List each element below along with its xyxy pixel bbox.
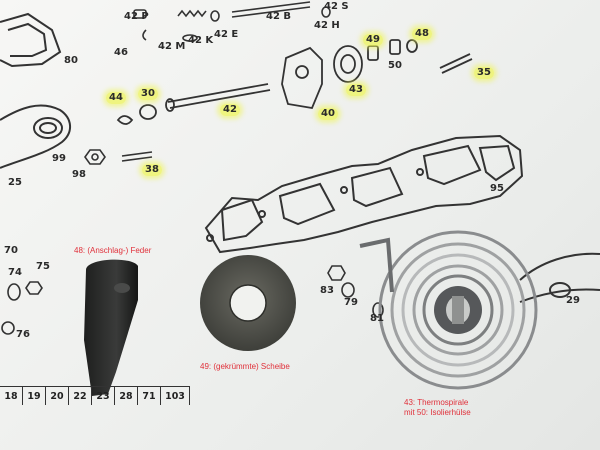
part-number-98: 98: [72, 169, 86, 180]
lever-40-drawing: [281, 46, 323, 110]
part-number-44: 44: [106, 92, 126, 104]
stud-38-nut-98-drawing: [84, 149, 153, 165]
manifold-29-drawing: [519, 252, 600, 303]
flange-80-drawing: [0, 12, 62, 68]
table-cell: 20: [46, 387, 69, 405]
part-number-79: 79: [344, 297, 358, 308]
part-number-42h: 42 H: [314, 20, 340, 31]
part-number-35: 35: [474, 67, 494, 79]
part-number-42p: 42 P: [124, 11, 149, 22]
part-number-48: 48: [412, 28, 432, 40]
part-number-40: 40: [318, 108, 338, 120]
part-number-42k: 42 K: [188, 35, 214, 46]
washer-49-photo: [200, 255, 296, 351]
caption-thermo-spiral-43: 43: Thermospirale mit 50: Isolierhülse: [404, 398, 471, 418]
thermo-spiral-43-photo: [359, 230, 538, 390]
nuts-right-drawing: [327, 265, 384, 318]
caption-thermo-spiral-line2: mit 50: Isolierhülse: [404, 408, 471, 417]
spring-48-photo: [84, 259, 138, 396]
bottom-reference-table: 18 19 20 22 23 28 71 103: [0, 386, 190, 405]
table-cell: 18: [0, 387, 23, 405]
table-cell: 23: [92, 387, 115, 405]
table-cell: 71: [138, 387, 161, 405]
part-number-99: 99: [52, 153, 66, 164]
part-number-29: 29: [566, 295, 580, 306]
part-number-30: 30: [138, 88, 158, 100]
part-number-95: 95: [490, 183, 504, 194]
part-number-43: 43: [346, 84, 366, 96]
part-number-42: 42: [220, 104, 240, 116]
table-cell: 19: [23, 387, 46, 405]
table-cell: 28: [115, 387, 138, 405]
part-number-76: 76: [16, 329, 30, 340]
isolier-huelse-50-photo: [434, 286, 482, 334]
part-number-74: 74: [8, 267, 22, 278]
gasket-95-drawing: [204, 134, 524, 254]
part-number-42s: 42 S: [324, 1, 349, 12]
nuts-left-drawing: [1, 281, 43, 335]
part-number-42b: 42 B: [266, 11, 292, 22]
caption-washer-49: 49: (gekrümmte) Scheibe: [200, 362, 290, 371]
part-number-25: 25: [8, 177, 22, 188]
part-number-49: 49: [363, 34, 383, 46]
part-number-38: 38: [142, 164, 162, 176]
part-number-80: 80: [64, 55, 78, 66]
spring-drum-drawing: [333, 39, 473, 83]
part-number-42e: 42 E: [214, 29, 239, 40]
part-number-42m: 42 M: [158, 41, 186, 52]
table-cell: 22: [69, 387, 92, 405]
part-number-81: 81: [370, 313, 384, 324]
manifold-25-drawing: [0, 104, 71, 169]
part-number-83: 83: [320, 285, 334, 296]
part-number-70: 70: [4, 245, 18, 256]
small-parts-top: [133, 1, 331, 42]
caption-spring-48: 48: (Anschlag-) Feder: [74, 246, 152, 255]
shaft-42-drawing: [116, 83, 271, 125]
caption-thermo-spiral-line1: 43: Thermospirale: [404, 398, 469, 407]
part-number-46: 46: [114, 47, 128, 58]
part-number-50: 50: [388, 60, 402, 71]
table-cell: 103: [161, 387, 190, 405]
part-number-75: 75: [36, 261, 50, 272]
